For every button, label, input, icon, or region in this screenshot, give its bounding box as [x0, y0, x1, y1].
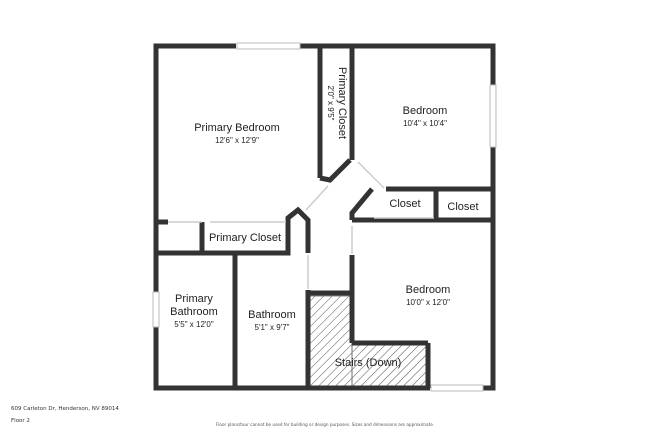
primary-bedroom-dims: 12'6" x 12'9" [215, 136, 259, 145]
bedroom-top-name: Bedroom [403, 105, 448, 117]
bedroom-top-dims: 10'4" x 10'4" [403, 119, 447, 128]
stairs-area [309, 295, 429, 387]
closet-a-name: Closet [389, 198, 420, 210]
primary-closet-top-name: Primary Closet [336, 67, 348, 139]
primary-bathroom-name-line1: Primary [175, 293, 213, 305]
primary-bathroom-dims: 5'5" x 12'0" [174, 320, 214, 329]
property-address: 609 Carleton Dr, Henderson, NV 89014 [11, 406, 119, 412]
doors [168, 161, 434, 289]
primary-closet-top-dims: 2'0" x 9'5" [326, 86, 335, 121]
windows [152, 42, 497, 392]
bedroom-bottom-name: Bedroom [406, 284, 451, 296]
primary-bathroom-name-line2: Bathroom [170, 306, 218, 318]
floor-label: Floor 2 [11, 418, 30, 424]
window-top [236, 42, 301, 50]
bathroom-dims: 5'1" x 9'7" [255, 323, 290, 332]
primary-closet-mid-name: Primary Closet [209, 232, 281, 244]
window-left [152, 291, 160, 328]
bathroom-name: Bathroom [248, 309, 296, 321]
walls [153, 43, 496, 391]
primary-bedroom-name: Primary Bedroom [194, 122, 280, 134]
bedroom-bottom-dims: 10'0" x 12'0" [406, 298, 450, 307]
stairs-name: Stairs (Down) [335, 357, 402, 369]
closet-b-name: Closet [447, 201, 478, 213]
window-bottom [430, 384, 484, 392]
window-right [489, 84, 497, 148]
disclaimer: Floor plans/tour cannot be used for buil… [215, 422, 435, 427]
primary-closet-top-label: Primary Closet 2'0" x 9'5" [326, 67, 348, 139]
